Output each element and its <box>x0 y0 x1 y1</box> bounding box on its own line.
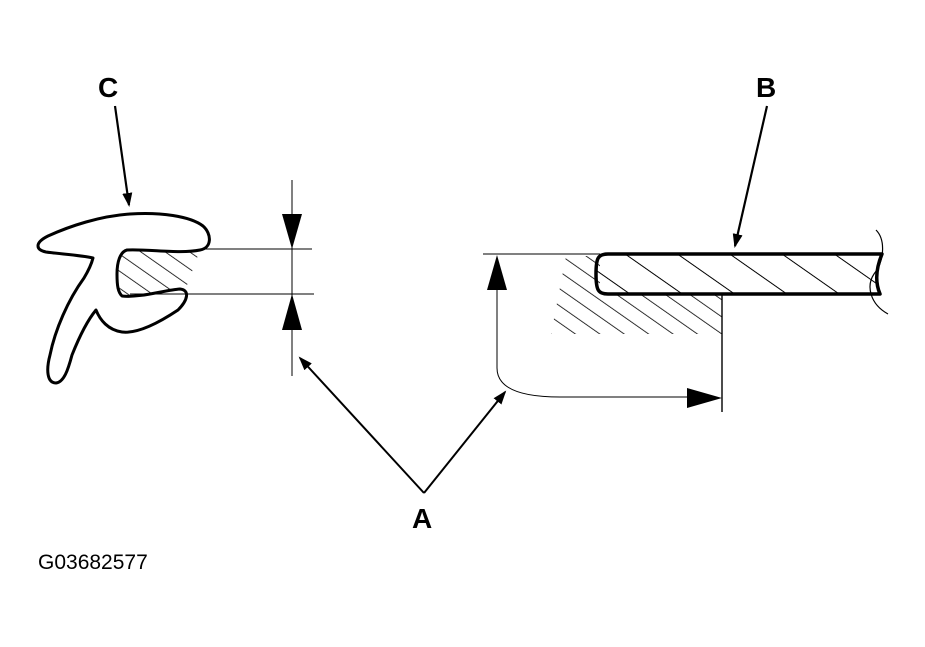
thickness-dimension <box>130 180 314 376</box>
arrowhead-right <box>687 388 722 408</box>
leader-b <box>732 105 769 248</box>
curved-dimension-line <box>496 367 688 398</box>
callout-a: A <box>412 503 433 534</box>
clearance-dimension <box>487 255 722 408</box>
molding-profile-c <box>36 212 211 385</box>
panel-section-b <box>483 229 889 412</box>
arrowhead-up-left <box>487 255 507 290</box>
leader-a-left <box>298 356 425 494</box>
callout-b: B <box>756 72 777 103</box>
callout-c: C <box>98 72 119 103</box>
figure-id: G03682577 <box>38 551 148 574</box>
arrowhead-down <box>282 214 302 249</box>
panel-b <box>594 252 884 296</box>
leader-a-right <box>423 390 507 494</box>
arrowhead-up <box>282 294 302 330</box>
panel-break-line <box>869 229 889 315</box>
molding-hatched-insert <box>117 249 200 297</box>
molding-outline <box>36 212 211 385</box>
leader-c <box>113 105 133 207</box>
